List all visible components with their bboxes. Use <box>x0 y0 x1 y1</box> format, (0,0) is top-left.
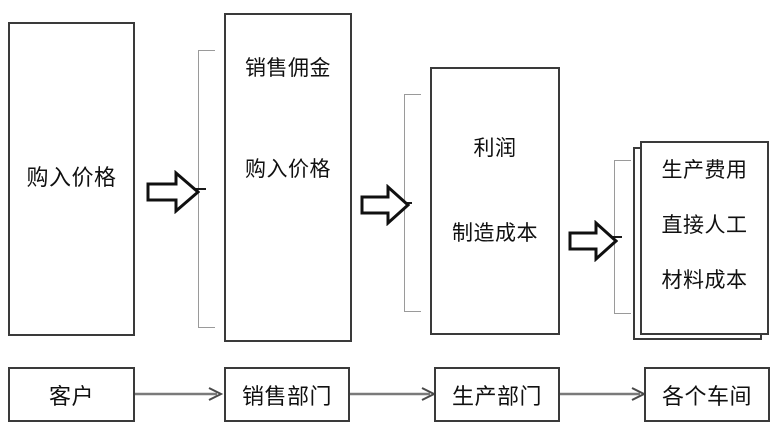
cost-box-elements-level[interactable]: 生产费用 直接人工 材料成本 <box>640 141 769 335</box>
dept-box-customer[interactable]: 客户 <box>8 367 135 422</box>
cost-segment-direct-labour: 直接人工 <box>661 213 748 238</box>
cost-segment-production-overhead: 生产费用 <box>661 158 748 182</box>
cost-box-purchase-price[interactable]: 购入价格 <box>8 22 135 336</box>
dept-arrow-3 <box>560 387 647 401</box>
cost-segment-purchase-price-2: 购入价格 <box>245 157 331 182</box>
bracket-tick-elements <box>608 236 622 238</box>
dept-label-workshop: 各个车间 <box>661 384 752 410</box>
cost-box-manufacture-level[interactable]: 利润 制造成本 <box>430 67 560 335</box>
cost-box-sales-level[interactable]: 销售佣金 购入价格 <box>224 13 352 342</box>
dept-label-sales: 销售部门 <box>241 384 332 410</box>
bracket-tick-sales <box>192 188 206 190</box>
dept-box-production[interactable]: 生产部门 <box>434 367 560 422</box>
dept-box-sales[interactable]: 销售部门 <box>224 367 350 422</box>
cost-segment-material-cost: 材料成本 <box>661 268 748 293</box>
block-arrow-2 <box>360 184 410 226</box>
cost-segment-manufacturing-cost: 制造成本 <box>452 221 538 246</box>
dept-label-customer: 客户 <box>48 384 94 410</box>
dept-label-production: 生产部门 <box>451 384 542 410</box>
block-arrow-1 <box>146 170 200 214</box>
cost-segment-purchase-price: 购入价格 <box>26 165 117 191</box>
block-arrow-3 <box>568 220 618 262</box>
dept-arrow-1 <box>135 387 224 401</box>
cost-segment-sales-commission: 销售佣金 <box>245 56 331 80</box>
dept-box-workshop[interactable]: 各个车间 <box>644 367 770 422</box>
cost-segment-profit: 利润 <box>473 136 517 160</box>
dept-arrow-2 <box>350 387 437 401</box>
